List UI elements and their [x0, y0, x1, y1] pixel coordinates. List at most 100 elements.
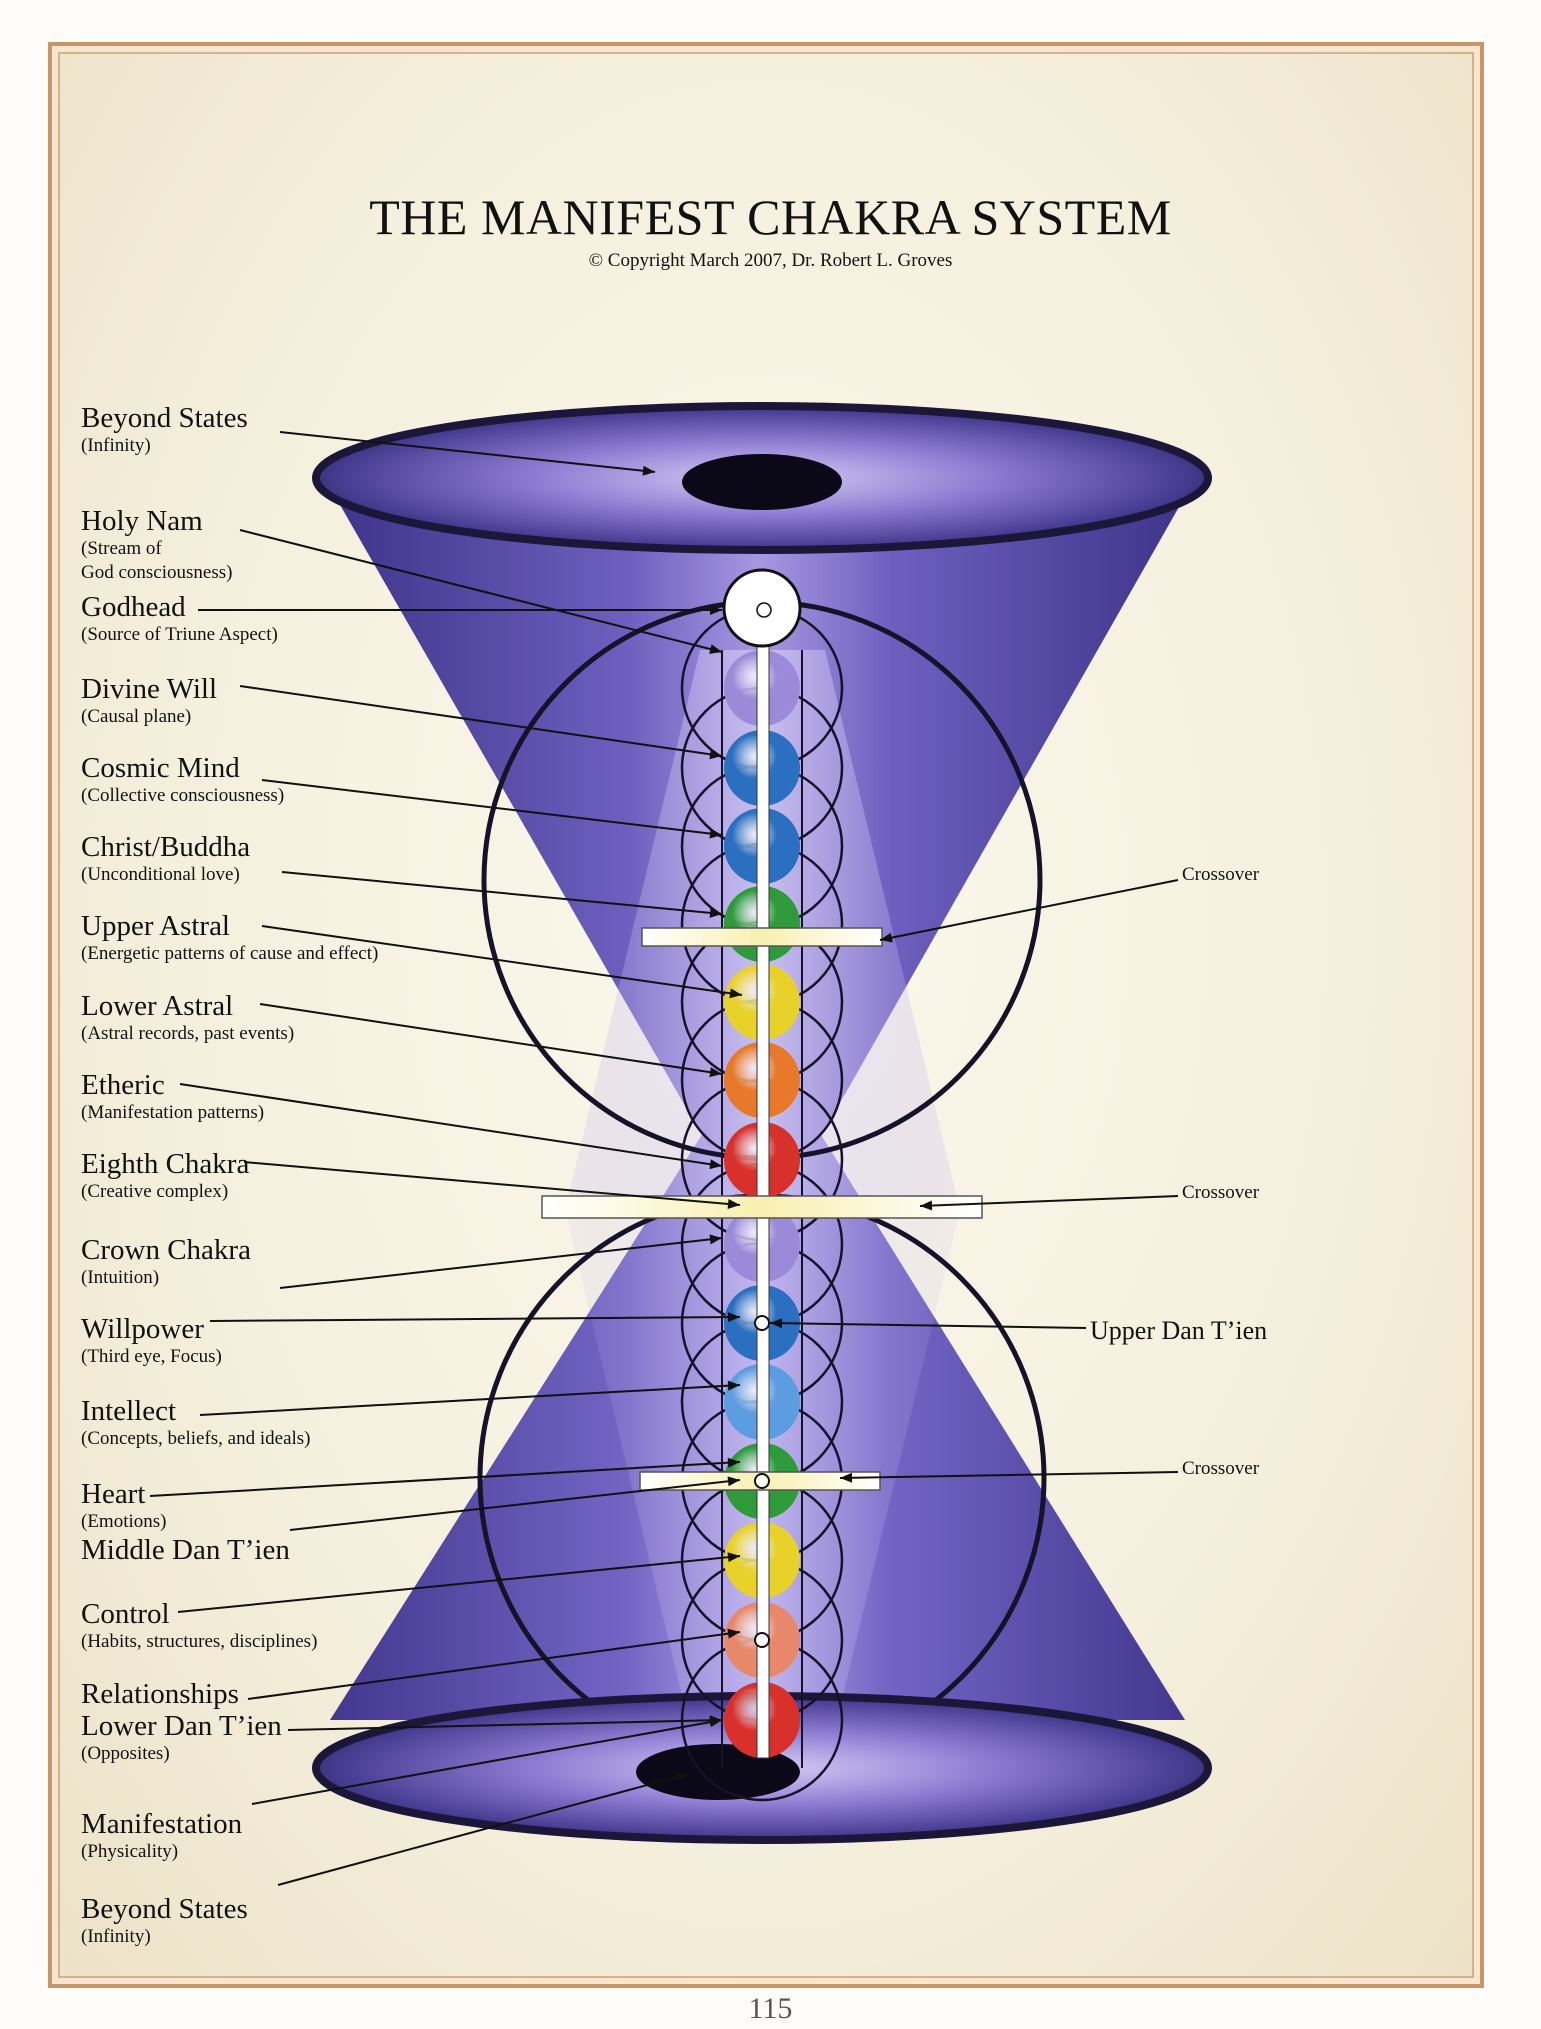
- page-title: THE MANIFEST CHAKRA SYSTEM: [369, 189, 1172, 245]
- leader-eighth-chakra-arrowhead: [727, 1198, 740, 1209]
- crossover-label-2: Crossover: [1182, 1182, 1260, 1203]
- leader-intellect: [199, 1384, 741, 1416]
- label-8: Etheric(Manifestation patterns): [81, 1069, 264, 1125]
- leader-heart: [149, 1461, 741, 1497]
- leader-middle-dan-tien-arrowhead: [727, 1476, 740, 1487]
- leader-godhead-arrowhead: [710, 605, 722, 615]
- leader-beyond-states-bottom: [277, 1773, 689, 1886]
- label-0-main: Beyond States: [81, 402, 248, 434]
- leader-willpower-arrowhead: [727, 1312, 740, 1323]
- label-3: Divine Will(Causal plane): [81, 673, 217, 729]
- leader-crossover-1-arrowhead: [880, 932, 893, 943]
- leader-middle-dan-tien: [289, 1479, 741, 1531]
- label-7-main: Lower Astral: [81, 990, 234, 1022]
- crossover-label-3: Crossover: [1182, 1458, 1260, 1479]
- leader-holy-nam: [239, 529, 723, 653]
- copyright-notice: © Copyright March 2007, Dr. Robert L. Gr…: [588, 250, 953, 271]
- leader-divine-will-arrowhead: [709, 749, 722, 760]
- label-13-sub: (Emotions): [81, 1511, 167, 1532]
- label-9: Eighth Chakra(Creative complex): [81, 1148, 249, 1204]
- label-8-sub: (Manifestation patterns): [81, 1102, 265, 1123]
- leader-manifestation: [251, 1719, 723, 1805]
- crossover-bar-2: [541, 1195, 983, 1219]
- label-5-sub: (Unconditional love): [81, 864, 240, 885]
- leader-control: [177, 1555, 741, 1613]
- leader-beyond-states-bottom-arrowhead: [675, 1772, 688, 1782]
- label-13: Heart(Emotions)Middle Dan T’ien: [81, 1478, 290, 1566]
- leader-crown-chakra: [279, 1237, 723, 1289]
- leader-intellect-arrowhead: [727, 1380, 740, 1391]
- label-1-sub: (Stream of: [81, 538, 162, 559]
- leader-willpower: [209, 1316, 741, 1322]
- label-7-sub: (Astral records, past events): [81, 1023, 295, 1044]
- label-12: Intellect(Concepts, beliefs, and ideals): [81, 1395, 311, 1451]
- upper-dan-tien-label: Upper Dan T’ien: [1090, 1316, 1268, 1345]
- leader-divine-will: [239, 685, 723, 757]
- leader-crossover-1: [879, 879, 1179, 941]
- leader-crossover-3-arrowhead: [840, 1472, 853, 1483]
- leader-cosmic-mind: [261, 779, 723, 836]
- label-4-main: Cosmic Mind: [81, 752, 240, 784]
- label-5: Christ/Buddha(Unconditional love): [81, 831, 250, 887]
- middle-dan-tien-marker: [754, 1473, 770, 1489]
- label-16-main: Manifestation: [81, 1808, 243, 1840]
- leader-control-arrowhead: [727, 1552, 740, 1563]
- leader-upper-dan-tien-arrowhead: [770, 1318, 783, 1329]
- label-17-sub: (Infinity): [81, 1926, 151, 1947]
- label-11-sub: (Third eye, Focus): [81, 1346, 222, 1367]
- label-8-main: Etheric: [81, 1069, 165, 1101]
- leader-lower-astral-arrowhead: [709, 1067, 722, 1078]
- leader-lower-astral: [259, 1003, 723, 1075]
- label-15-main: Relationships: [81, 1678, 239, 1710]
- label-0-sub: (Infinity): [81, 435, 151, 456]
- label-14-main: Control: [81, 1598, 170, 1630]
- label-14-sub: (Habits, structures, disciplines): [81, 1631, 318, 1652]
- page-border: [48, 42, 1484, 1988]
- label-2-sub: (Source of Triune Aspect): [81, 624, 278, 645]
- label-10: Crown Chakra(Intuition): [81, 1234, 251, 1290]
- label-13-main: Heart: [81, 1478, 146, 1510]
- label-9-sub: (Creative complex): [81, 1181, 229, 1202]
- label-6-sub: (Energetic patterns of cause and effect): [81, 943, 379, 964]
- label-9-main: Eighth Chakra: [81, 1148, 250, 1180]
- leader-upper-dan-tien: [769, 1322, 1087, 1329]
- label-3-main: Divine Will: [81, 673, 218, 705]
- leader-lines: [149, 431, 1179, 1886]
- leader-upper-astral-arrowhead: [729, 988, 742, 999]
- leader-heart-arrowhead: [727, 1457, 740, 1468]
- leader-christ-buddha: [281, 871, 723, 915]
- leader-etheric: [179, 1083, 723, 1167]
- leader-upper-astral: [261, 925, 743, 996]
- leader-relationships: [247, 1631, 741, 1700]
- label-17-main: Beyond States: [81, 1893, 248, 1925]
- leader-lower-dan-tien: [287, 1719, 723, 1731]
- leader-crossover-2: [919, 1195, 1179, 1207]
- label-6: Upper Astral(Energetic patterns of cause…: [81, 910, 378, 966]
- page-number: 115: [748, 1992, 793, 2025]
- leader-relationships-arrowhead: [727, 1628, 740, 1639]
- label-12-main: Intellect: [81, 1395, 177, 1427]
- label-1-sub2: God consciousness): [81, 562, 233, 583]
- crossover-label-1: Crossover: [1182, 864, 1260, 885]
- label-4-sub: (Collective consciousness): [81, 785, 285, 806]
- leader-beyond-states-top: [279, 431, 656, 473]
- leader-beyond-states-top-arrowhead: [642, 465, 655, 476]
- leader-christ-buddha-arrowhead: [709, 907, 722, 918]
- label-16: Manifestation(Physicality): [81, 1808, 242, 1864]
- label-2-main: Godhead: [81, 591, 186, 623]
- label-10-main: Crown Chakra: [81, 1234, 251, 1266]
- label-4: Cosmic Mind(Collective consciousness): [81, 752, 284, 808]
- label-5-main: Christ/Buddha: [81, 831, 251, 863]
- leader-crossover-2-arrowhead: [920, 1200, 933, 1211]
- crossover-bar-1: [641, 927, 883, 947]
- label-10-sub: (Intuition): [81, 1267, 160, 1288]
- label-17: Beyond States(Infinity): [81, 1893, 248, 1949]
- label-2: Godhead(Source of Triune Aspect): [81, 591, 278, 647]
- label-16-sub: (Physicality): [81, 1841, 179, 1862]
- label-3-sub: (Causal plane): [81, 706, 192, 727]
- leader-etheric-arrowhead: [709, 1159, 722, 1170]
- label-15-sub: (Opposites): [81, 1743, 170, 1764]
